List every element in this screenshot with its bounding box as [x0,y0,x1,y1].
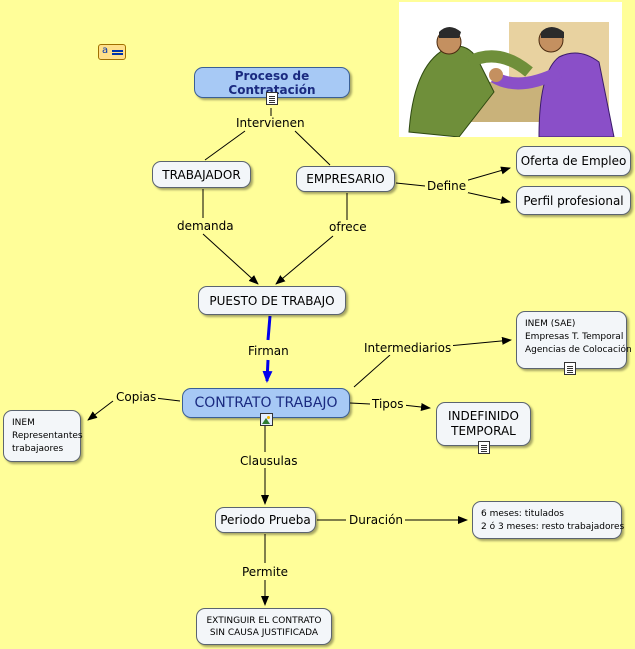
copia-2: Representantes [12,431,83,441]
link-label-intervienen: Intervienen [234,116,307,130]
link-label-copias: Copias [114,390,159,404]
node-intermediarios-list[interactable]: INEM (SAE) Empresas T. Temporal Agencias… [516,311,632,369]
intermediario-1: INEM (SAE) [525,319,576,329]
node-contrato-label: CONTRATO TRABAJO [194,395,338,411]
link-label-intermediarios: Intermediarios [362,341,454,355]
node-copias-list[interactable]: INEM Representantes trabajaores [3,410,83,462]
node-periodo-label: Periodo Prueba [220,513,311,527]
duracion-2: 2 ó 3 meses: resto trabajadores [481,522,625,532]
handshake-clipart [399,2,622,138]
intermediario-3: Agencias de Colocación [525,345,632,355]
link-label-duracion: Duración [347,513,406,527]
link-label-tipos: Tipos [370,397,406,411]
note-icon[interactable] [98,44,126,60]
tipo-indefinido: INDEFINIDO [448,409,519,423]
node-proceso-label: Proceso de Contratación [228,68,316,97]
link-label-clausulas: Clausulas [238,454,300,468]
node-oferta-label: Oferta de Empleo [520,154,627,168]
link-label-permite: Permite [240,565,291,579]
node-puesto-label: PUESTO DE TRABAJO [209,293,335,308]
document-icon[interactable] [564,362,576,375]
link-label-firman: Firman [246,344,291,358]
tipo-temporal: TEMPORAL [451,424,516,438]
node-trabajador-label: TRABAJADOR [162,167,241,182]
node-empresario[interactable]: EMPRESARIO [296,166,395,192]
node-trabajador[interactable]: TRABAJADOR [152,161,251,188]
node-periodo-prueba[interactable]: Periodo Prueba [215,507,316,533]
document-icon[interactable] [266,92,278,105]
copia-1: INEM [12,418,35,428]
node-tipos-contrato[interactable]: INDEFINIDO TEMPORAL [436,402,531,446]
image-icon[interactable] [260,413,273,426]
extinguir-1: EXTINGUIR EL CONTRATO [206,615,322,626]
duracion-1: 6 meses: titulados [481,509,564,519]
node-puesto-trabajo[interactable]: PUESTO DE TRABAJO [198,286,346,315]
node-perfil-label: Perfil profesional [523,193,624,208]
document-icon[interactable] [478,441,490,454]
node-duracion-list[interactable]: 6 meses: titulados 2 ó 3 meses: resto tr… [472,501,625,539]
node-oferta-empleo[interactable]: Oferta de Empleo [516,146,631,176]
node-empresario-label: EMPRESARIO [306,172,385,186]
link-label-ofrece: ofrece [327,220,369,234]
extinguir-2: SIN CAUSA JUSTIFICADA [209,627,319,638]
node-extinguir-contrato[interactable]: EXTINGUIR EL CONTRATO SIN CAUSA JUSTIFIC… [196,608,332,645]
node-perfil-profesional[interactable]: Perfil profesional [516,186,631,215]
link-label-demanda: demanda [175,219,236,233]
copia-3: trabajaores [12,444,64,454]
link-label-define: Define [425,179,469,193]
intermediario-2: Empresas T. Temporal [525,332,624,342]
